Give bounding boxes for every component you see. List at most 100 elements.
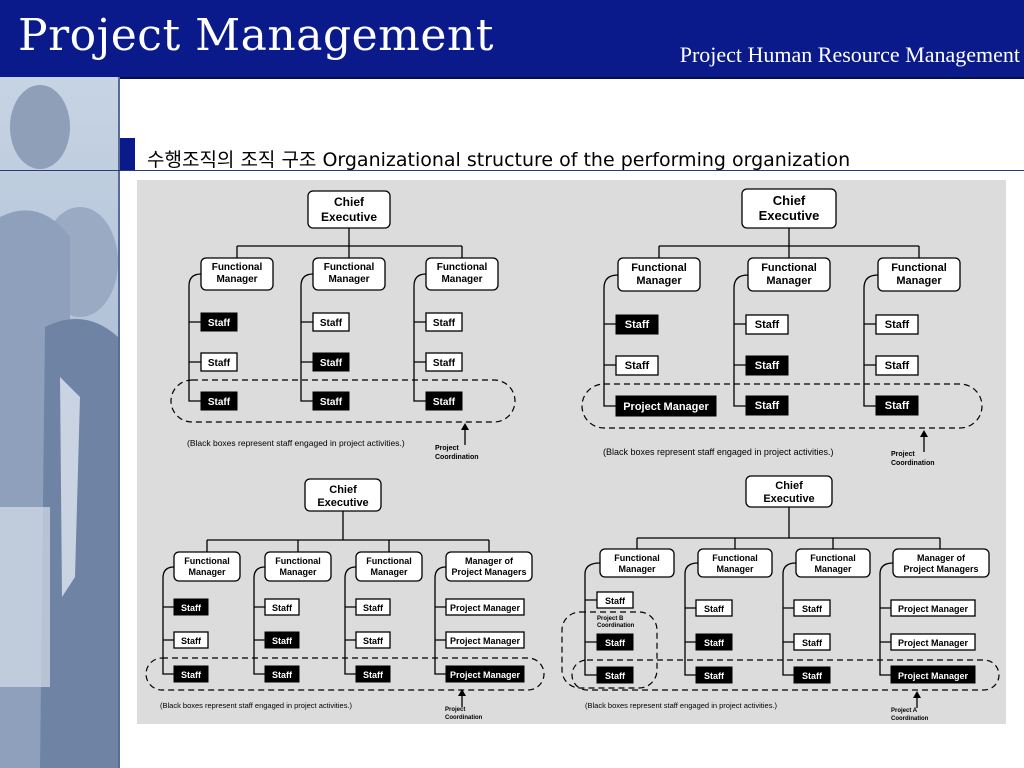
diagram-label: Project Manager [623, 401, 709, 413]
diagram-shape [162, 566, 175, 675]
staff-box-engaged: Staff [745, 395, 789, 416]
diagram-label: Executive [321, 210, 377, 224]
project-b-coordination-boundary [561, 611, 658, 689]
diagram-shape [461, 423, 469, 430]
diagram-shape [879, 562, 894, 676]
diagram-label: Coordination [435, 454, 479, 461]
diagram-shape [890, 599, 976, 617]
legend-caption: (Black boxes represent staff engaged in … [585, 701, 778, 710]
staff-box-engaged: Staff [596, 633, 634, 651]
project-manager-box: Project Manager [445, 665, 525, 683]
diagram-label: Staff [625, 360, 650, 372]
staff-box: Staff [173, 631, 209, 649]
diagram-shape [253, 566, 266, 675]
diagram-label: Functional [810, 553, 856, 563]
diagram-label: Functional [631, 262, 687, 274]
diagram-shape [312, 352, 350, 372]
functional-manager-box: Functional Manager [200, 257, 274, 291]
slide-title: Project Management [18, 10, 494, 61]
staff-box-engaged: Staff [200, 391, 238, 411]
diagram-label: Functional [761, 262, 817, 274]
diagram-label: Staff [363, 603, 384, 613]
staff-box: Staff [596, 591, 634, 609]
functional-manager-box: Functional Manager [355, 551, 423, 582]
slide-header: Project Management Project Human Resourc… [0, 0, 1024, 79]
diagram-label: Staff [802, 638, 823, 648]
diagram-shape [745, 314, 789, 335]
staff-box-engaged: Staff [264, 631, 300, 649]
staff-box-engaged: Staff [745, 355, 789, 376]
diagram-shape [264, 631, 300, 649]
staff-box: Staff [615, 355, 659, 376]
diagram-label: Functional [212, 262, 263, 273]
diagram-shape [312, 391, 350, 411]
staff-box-engaged: Staff [173, 598, 209, 616]
diagram-label: Project A [891, 708, 918, 714]
diagram-label: Chief [329, 484, 357, 496]
project-manager-box: Project Manager [890, 633, 976, 651]
diagram-label: Staff [363, 670, 384, 680]
diagram-label: Staff [704, 638, 725, 648]
diagram-label: Staff [181, 603, 202, 613]
diagram-shape [745, 355, 789, 376]
diagram-label: Functional [891, 262, 947, 274]
diagram-label: Staff [755, 360, 780, 372]
diagram-label: Staff [320, 318, 343, 329]
diagram-label: Functional [184, 556, 230, 566]
horizontal-divider [0, 170, 1024, 171]
staff-box-engaged: Staff [312, 352, 350, 372]
staff-box: Staff [793, 599, 831, 617]
staff-box: Staff [200, 352, 238, 372]
diagram-label: Project Manager [898, 671, 969, 681]
diagram-label: Manager [441, 274, 482, 285]
diagram-shape [603, 274, 619, 407]
chief-executive-box: Chief Executive [304, 478, 382, 512]
staff-box: Staff [264, 598, 300, 616]
diagram-label: Project Manager [898, 638, 969, 648]
diagram-shape [445, 631, 525, 649]
diagram-label: Manager [896, 275, 942, 287]
diagram-shape [615, 314, 659, 335]
people-silhouette-image [0, 85, 118, 768]
project-manager-box: Project Manager [890, 665, 976, 684]
diagram-shape [200, 352, 238, 372]
diagram-shape [200, 312, 238, 332]
diagram-strong-matrix-organization: Chief Executive Functional Manager Funct… [547, 470, 1006, 724]
diagram-shape [596, 591, 634, 609]
diagram-label: Manager [716, 564, 754, 574]
diagram-label: Staff [704, 604, 725, 614]
diagram-label: Staff [755, 319, 780, 331]
diagram-label: Manager [188, 567, 226, 577]
heading-bullet [120, 138, 135, 170]
diagram-shape [355, 631, 391, 649]
staff-box-engaged: Staff [264, 665, 300, 683]
diagram-shape [355, 665, 391, 683]
diagram-label: Executive [759, 208, 820, 223]
project-a-coordination-boundary [571, 659, 1000, 691]
diagram-label: Staff [885, 319, 910, 331]
staff-box-engaged: Staff [695, 666, 733, 684]
vertical-divider [118, 77, 120, 768]
diagram-weak-matrix-organization: Chief Executive Functional Manager Funct… [547, 180, 1006, 470]
diagram-label: Manager of [917, 553, 966, 563]
diagram-shape [913, 691, 921, 698]
staff-box: Staff [425, 352, 463, 372]
project-coordination-boundary [145, 657, 545, 691]
diagram-shape [304, 478, 382, 512]
diagram-shape [312, 312, 350, 332]
chief-executive-box: Chief Executive [741, 188, 837, 229]
diagram-label: Staff [433, 318, 456, 329]
diagram-shape [596, 633, 634, 651]
diagram-label: Manager [279, 567, 317, 577]
staff-box: Staff [355, 631, 391, 649]
diagram-label: Staff [802, 604, 823, 614]
diagram-shape [793, 599, 831, 617]
diagram-shape [445, 665, 525, 683]
staff-box: Staff [875, 355, 919, 376]
diagram-label: Manager [618, 564, 656, 574]
staff-box-engaged: Staff [793, 666, 831, 684]
diagram-label: Project Manager [898, 604, 969, 614]
diagram-shape [264, 598, 300, 616]
diagram-label: Functional [437, 262, 488, 273]
diagram-label: Manager [766, 275, 812, 287]
